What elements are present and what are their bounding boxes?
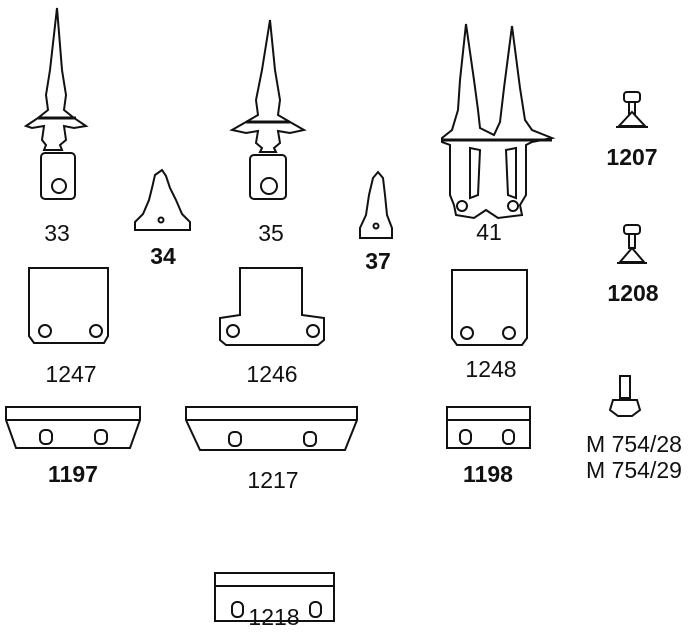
plate-1246-icon: [219, 267, 325, 346]
part-label-1248: 1248: [465, 356, 517, 382]
screw-m754-icon: [608, 375, 642, 417]
part-label-1208: 1208: [607, 280, 659, 306]
bolt-1207-icon: [616, 91, 648, 128]
part-label-35: 35: [258, 220, 284, 246]
guard-41-icon: [441, 23, 556, 220]
part-label-1217: 1217: [247, 467, 299, 493]
part-label-41: 41: [476, 219, 502, 245]
part-label-33: 33: [44, 220, 70, 246]
part-label-m754-29: M 754/29: [586, 457, 682, 483]
guard-34-icon: [134, 168, 191, 231]
part-label-34: 34: [150, 243, 176, 269]
guard-35-icon: [229, 19, 307, 200]
blade-1198-icon: [446, 406, 531, 449]
guard-37-icon: [359, 170, 393, 239]
blade-1218-icon: [214, 572, 335, 622]
part-label-1247: 1247: [45, 361, 97, 387]
guard-33-icon: [23, 7, 89, 200]
plate-1248-icon: [451, 269, 528, 346]
part-label-1246: 1246: [246, 361, 298, 387]
part-label-1197: 1197: [48, 461, 98, 487]
part-label-1218: 1218: [248, 604, 300, 630]
part-label-m754-28: M 754/28: [586, 431, 682, 457]
blade-1197-icon: [5, 406, 141, 449]
bolt-1208-icon: [617, 224, 647, 264]
plate-1247-icon: [28, 267, 109, 344]
part-label-1207: 1207: [606, 144, 658, 170]
part-label-37: 37: [365, 248, 391, 274]
blade-1217-icon: [185, 406, 358, 451]
part-label-1198: 1198: [463, 461, 513, 487]
